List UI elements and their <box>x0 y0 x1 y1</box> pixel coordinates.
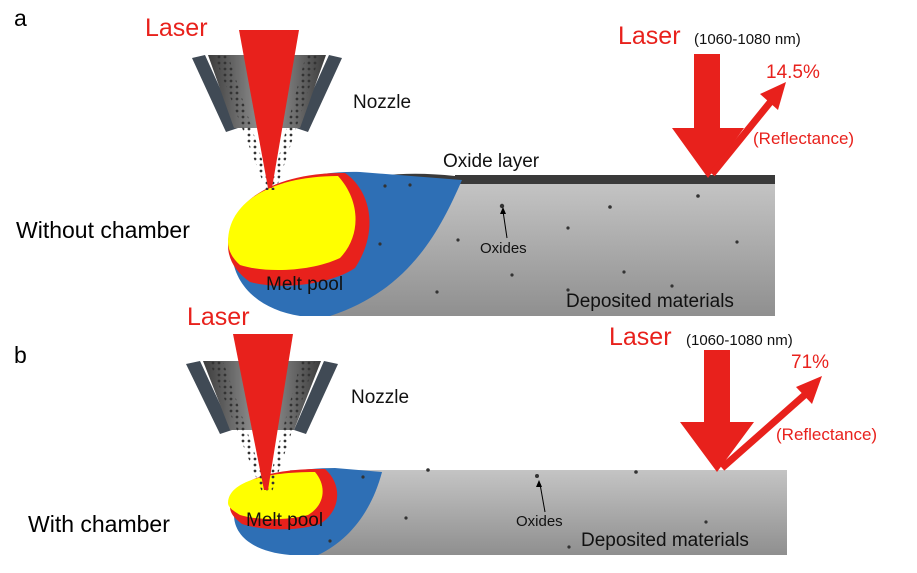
panel-a-laser-beam <box>239 30 299 188</box>
panel-b-deposited-label: Deposited materials <box>581 530 749 551</box>
oxide-particle <box>404 516 408 520</box>
panel-a-wavelength-label: (1060-1080 nm) <box>694 31 801 48</box>
panel-a-incident-arrow <box>672 54 744 178</box>
oxide-particle <box>378 242 382 246</box>
panel-b-reflectance-value: 71% <box>791 352 829 373</box>
oxide-particle <box>608 205 612 209</box>
oxide-particle <box>499 203 505 209</box>
panel-a-incident-laser-label: Laser <box>618 22 681 50</box>
arrowhead <box>796 376 822 404</box>
arrowhead <box>760 82 786 110</box>
panel-b-laser-beam <box>233 334 293 490</box>
oxide-particle <box>567 545 571 549</box>
panel-b-oxides-pointer <box>539 483 546 513</box>
panel-a-condition-label: Without chamber <box>16 217 190 243</box>
panel-b-incident-laser-label: Laser <box>609 323 672 351</box>
panel-a-deposited-label: Deposited materials <box>566 291 734 312</box>
oxide-particle <box>383 184 387 188</box>
panel-b-incident-arrow <box>680 350 754 472</box>
oxide-particle <box>510 273 514 277</box>
panel-b-melt-pool-label: Melt pool <box>246 510 323 531</box>
panel-b-nozzle-label: Nozzle <box>351 387 409 408</box>
oxide-particle <box>704 520 708 524</box>
panel-a-melt-pool-label: Melt pool <box>266 274 343 295</box>
oxide-particle <box>361 475 365 479</box>
panel-b-letter: b <box>14 342 27 368</box>
oxide-particle <box>535 474 539 478</box>
oxide-particle <box>696 194 700 198</box>
oxide-particle <box>670 284 674 288</box>
powder-stream-left <box>214 55 272 190</box>
nozzle-left-wall <box>192 55 238 132</box>
panel-a-melt-core <box>228 176 356 271</box>
powder-stream-left <box>209 361 268 492</box>
arrowhead <box>500 207 506 214</box>
oxide-particle <box>622 270 626 274</box>
panel-b-reflectance-label: (Reflectance) <box>776 425 877 444</box>
oxide-particle <box>735 240 739 244</box>
panel-a-nozzle <box>192 30 342 190</box>
panel-a-reflectance-value: 14.5% <box>766 62 820 83</box>
oxide-particle <box>456 238 460 242</box>
nozzle-right-wall <box>296 55 342 132</box>
panel-b: b Laser Nozzle With <box>14 303 877 555</box>
panel-a-reflected-arrow <box>709 97 775 177</box>
oxide-particle <box>566 288 570 292</box>
panel-a-laser-label: Laser <box>145 14 208 42</box>
arrowhead <box>536 480 542 487</box>
panel-b-wavelength-label: (1060-1080 nm) <box>686 332 793 349</box>
oxide-particle <box>328 539 332 543</box>
nozzle-right-wall <box>294 361 338 434</box>
oxide-particle <box>426 468 430 472</box>
panel-b-nozzle <box>186 334 338 492</box>
panel-b-melt-core <box>228 472 323 520</box>
panel-a-oxides-label: Oxides <box>480 240 527 257</box>
oxide-particle <box>408 183 412 187</box>
oxide-particle <box>566 226 570 230</box>
oxide-particle <box>435 290 439 294</box>
panel-b-oxide-particles <box>328 468 708 549</box>
powder-stream-right <box>266 361 315 492</box>
panel-a: a <box>14 5 854 316</box>
panel-a-oxide-layer-label: Oxide layer <box>443 151 540 172</box>
panel-b-oxides-label: Oxides <box>516 513 563 530</box>
panel-a-nozzle-label: Nozzle <box>353 92 411 113</box>
panel-a-oxide-particles <box>378 183 739 294</box>
panel-b-condition-label: With chamber <box>28 511 170 537</box>
oxide-particle <box>634 470 638 474</box>
panel-a-letter: a <box>14 5 27 31</box>
panel-a-oxides-pointer <box>502 210 508 239</box>
powder-stream-right <box>270 55 320 190</box>
panel-a-oxide-layer <box>455 175 775 184</box>
nozzle-left-wall <box>186 361 232 434</box>
panel-a-reflectance-label: (Reflectance) <box>753 129 854 148</box>
panel-b-reflected-arrow <box>719 389 811 471</box>
panel-b-laser-label: Laser <box>187 303 250 331</box>
